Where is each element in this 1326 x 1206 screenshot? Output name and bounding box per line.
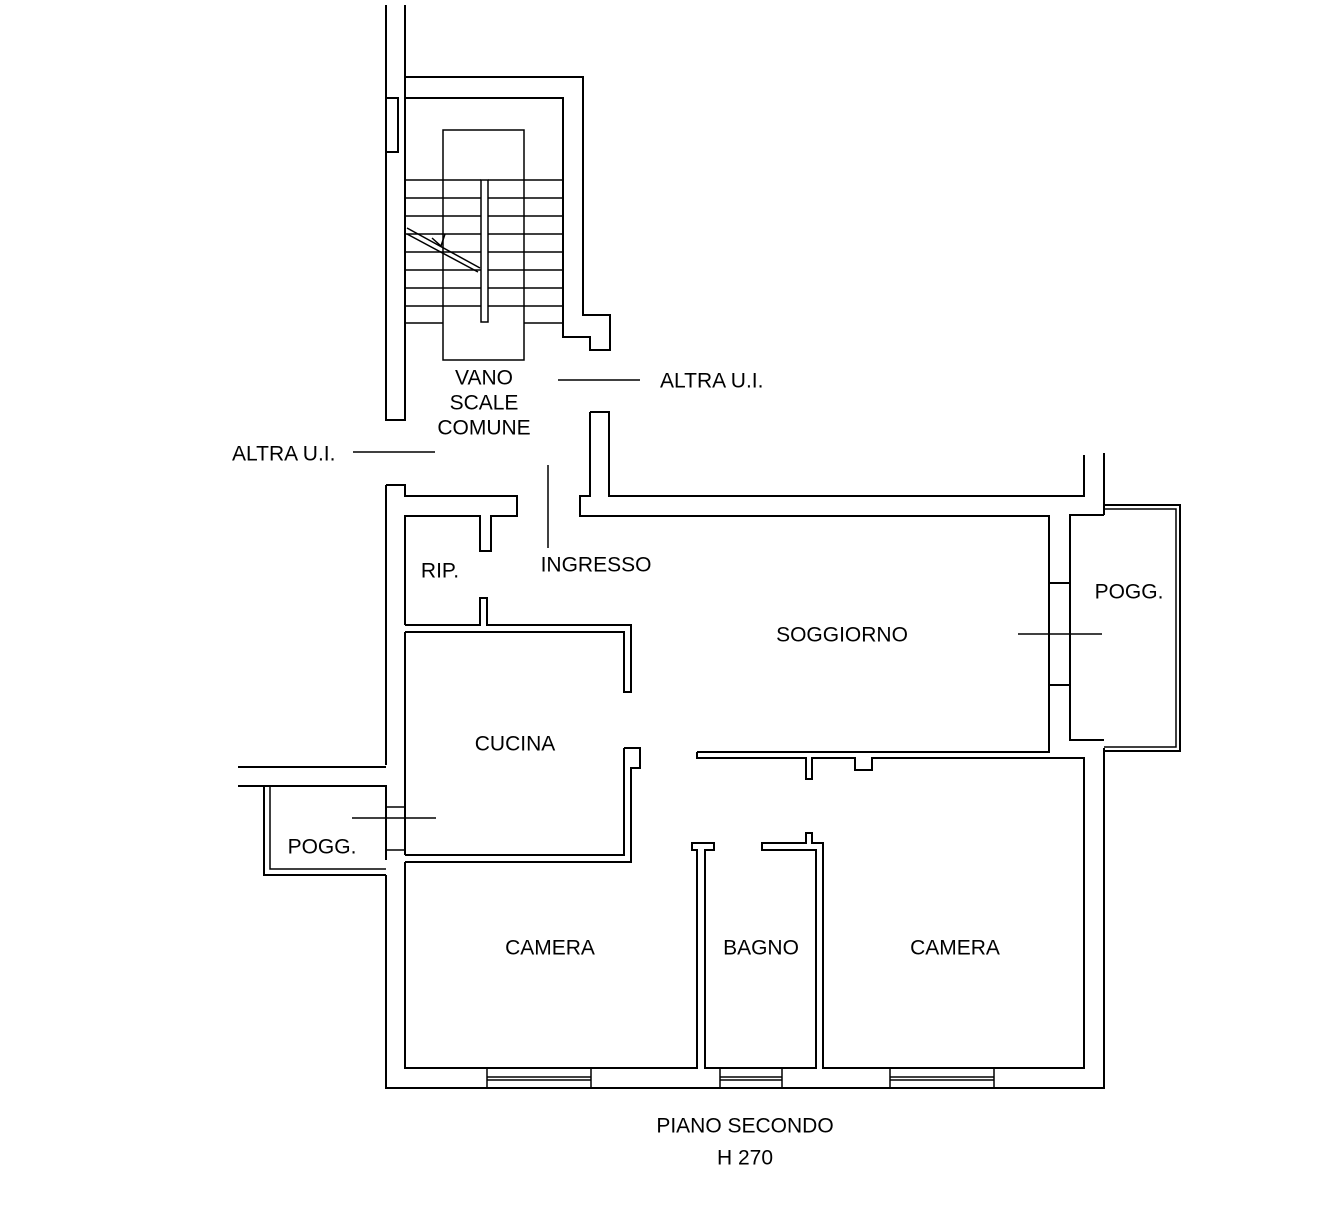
leader-lines [353, 379, 640, 548]
stair-label-line2: SCALE [450, 392, 519, 415]
balcony-left-label: POGG. [288, 836, 357, 859]
storage-label: RIP. [421, 560, 459, 583]
apartment-outer-walls [238, 411, 1105, 1089]
windows [486, 1068, 995, 1088]
other-unit-right-label: ALTRA U.I. [660, 370, 763, 393]
balcony-left [263, 786, 386, 876]
ceiling-height: H 270 [717, 1147, 773, 1170]
bathroom-label: BAGNO [723, 937, 799, 960]
interior-walls [352, 597, 1085, 1069]
balcony-right [1018, 504, 1181, 752]
other-unit-left-label: ALTRA U.I. [232, 443, 335, 466]
bedroom-right-label: CAMERA [910, 937, 1000, 960]
stairwell-walls [385, 5, 611, 421]
floor-title: PIANO SECONDO [656, 1115, 833, 1138]
kitchen-label: CUCINA [475, 733, 556, 756]
living-room-label: SOGGIORNO [776, 624, 908, 647]
stair-label-line1: VANO [455, 367, 513, 390]
entrance-label: INGRESSO [541, 554, 652, 577]
stair-label-line3: COMUNE [437, 417, 530, 440]
bedroom-left-label: CAMERA [505, 937, 595, 960]
balcony-right-label: POGG. [1095, 581, 1164, 604]
staircase [405, 129, 563, 361]
